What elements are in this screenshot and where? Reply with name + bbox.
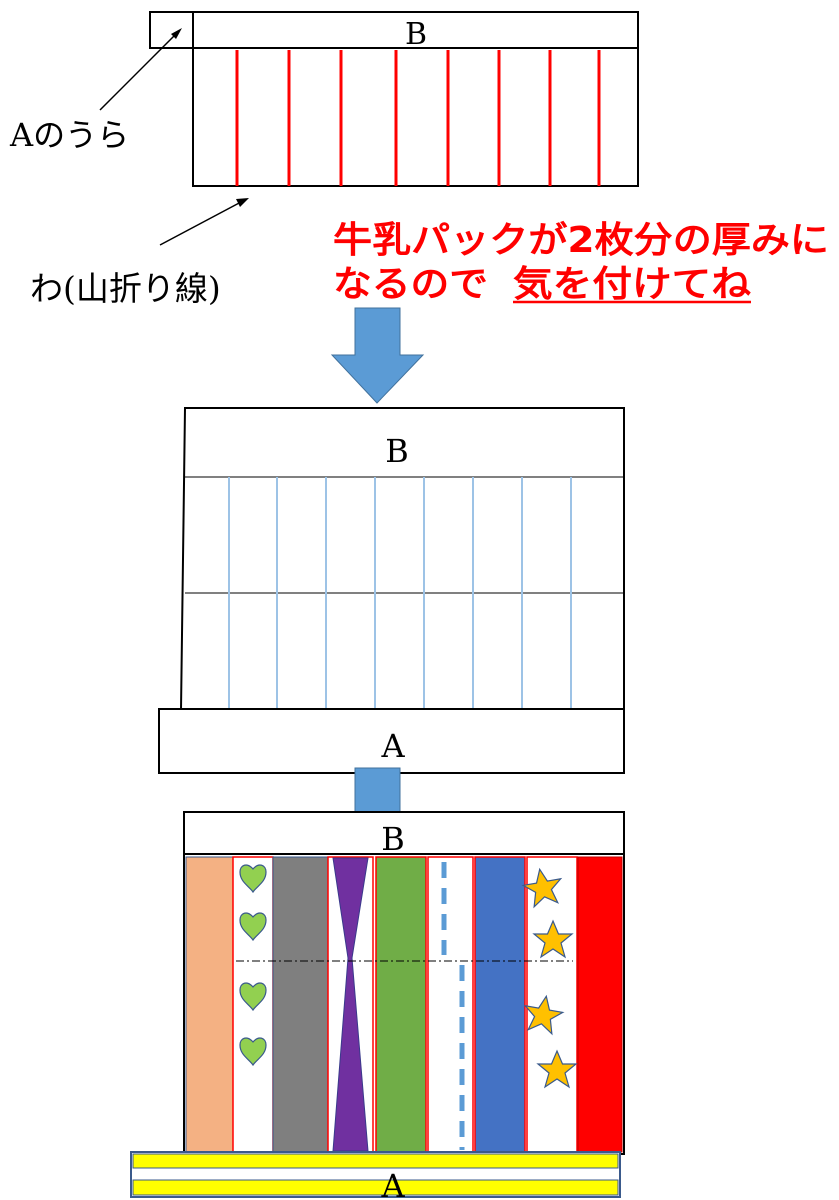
strip-gray (272, 856, 329, 1153)
fold-pointer-line (159, 201, 242, 246)
arrow-down-icon (330, 307, 425, 404)
a-back-pointer-line (99, 33, 177, 111)
strip-dashed (427, 856, 474, 1153)
yellow-band-top (132, 1153, 619, 1169)
step2-sheet: B A (158, 407, 625, 774)
strip-peach (185, 856, 234, 1153)
yellow-band-bottom (132, 1179, 619, 1196)
warning-line1: 牛乳パックが2枚分の厚みに (333, 220, 829, 261)
a-back-pointer-head (171, 28, 182, 39)
strip-red (577, 856, 623, 1153)
step1-body (192, 47, 639, 187)
step1-top-strip (149, 11, 639, 49)
warning-line2-lead: なるので (333, 264, 488, 305)
step1-sheet: B Aのうら わ(山折り線) (9, 11, 639, 308)
step1-fold-lines (235, 50, 601, 186)
step2-a-flap (158, 708, 625, 774)
strip-green (375, 856, 427, 1153)
step3-sheet: B A (130, 811, 625, 1200)
step3-a-label: A (380, 1167, 405, 1200)
step1-b-label: B (405, 17, 427, 52)
warning-note: 牛乳パックが2枚分の厚みに なるので 気を付けてね (333, 220, 829, 305)
a-back-label: Aのうら (9, 116, 129, 154)
strip-blue (474, 856, 526, 1153)
fold-line-label: わ(山折り線) (30, 269, 221, 308)
step2-outline (180, 407, 625, 711)
warning-line2-emphasis: 気を付けてね (513, 264, 751, 305)
step2-a-label: A (380, 727, 405, 765)
step3-b-label: B (381, 820, 405, 858)
step2-guide-lines (228, 477, 572, 708)
fold-pointer-head (236, 198, 249, 207)
step2-b-label: B (385, 432, 409, 470)
